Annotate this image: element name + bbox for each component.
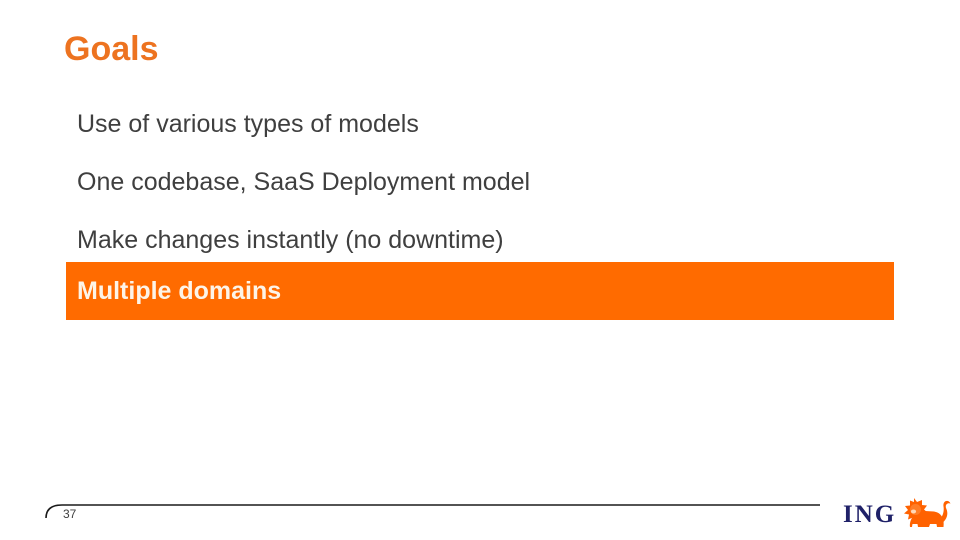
- footer-rule-line: [45, 504, 820, 519]
- bullet-line: One codebase, SaaS Deployment model: [77, 168, 531, 196]
- ing-logo: ING: [843, 498, 953, 530]
- slide-title: Goals: [64, 30, 159, 68]
- ing-lion-icon: [904, 498, 951, 527]
- bullet-line: Make changes instantly (no downtime): [77, 226, 504, 254]
- ing-wordmark: ING: [843, 500, 897, 528]
- bullet-line: Use of various types of models: [77, 110, 419, 138]
- highlighted-bullet-bar: Multiple domains: [66, 262, 894, 320]
- highlighted-bullet-label: Multiple domains: [77, 276, 282, 305]
- page-number: 37: [63, 507, 77, 521]
